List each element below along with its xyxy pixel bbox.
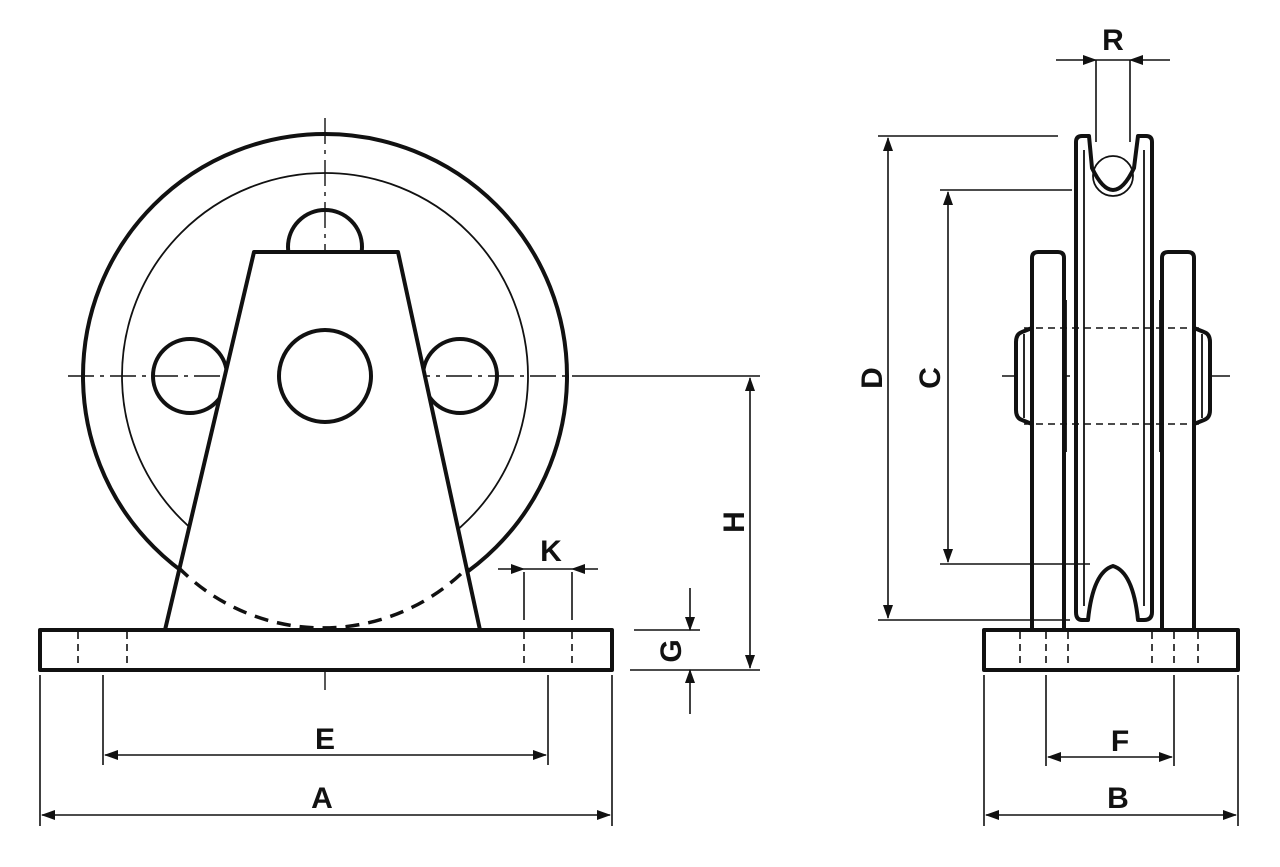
dimension-d-label: D	[856, 367, 889, 389]
bracket-body	[163, 250, 482, 632]
hidden-rim-arc	[176, 565, 470, 630]
dimension-b-label: B	[1107, 782, 1129, 815]
side-dimensions: R D C F B	[856, 24, 1239, 826]
dimension-k-label: K	[540, 535, 562, 568]
side-view	[982, 134, 1240, 672]
sheave-profile	[1074, 134, 1154, 622]
dimension-c-label: C	[914, 367, 947, 389]
base-plate-front	[38, 628, 614, 672]
front-view	[38, 118, 614, 690]
dimension-r-label: R	[1102, 24, 1124, 57]
axle	[277, 328, 373, 424]
dimension-f-label: F	[1111, 725, 1129, 758]
rope-section	[1092, 155, 1134, 197]
dimension-e-label: E	[315, 723, 335, 756]
bracket-cheek-left	[1030, 250, 1066, 632]
dimension-h-label: H	[718, 511, 751, 533]
base-plate-side	[982, 628, 1240, 672]
dimension-a-label: A	[311, 782, 333, 815]
front-dimensions: A E K H G	[39, 375, 760, 826]
bracket-cheek-right	[1160, 250, 1196, 632]
dimension-g-label: G	[655, 639, 688, 662]
